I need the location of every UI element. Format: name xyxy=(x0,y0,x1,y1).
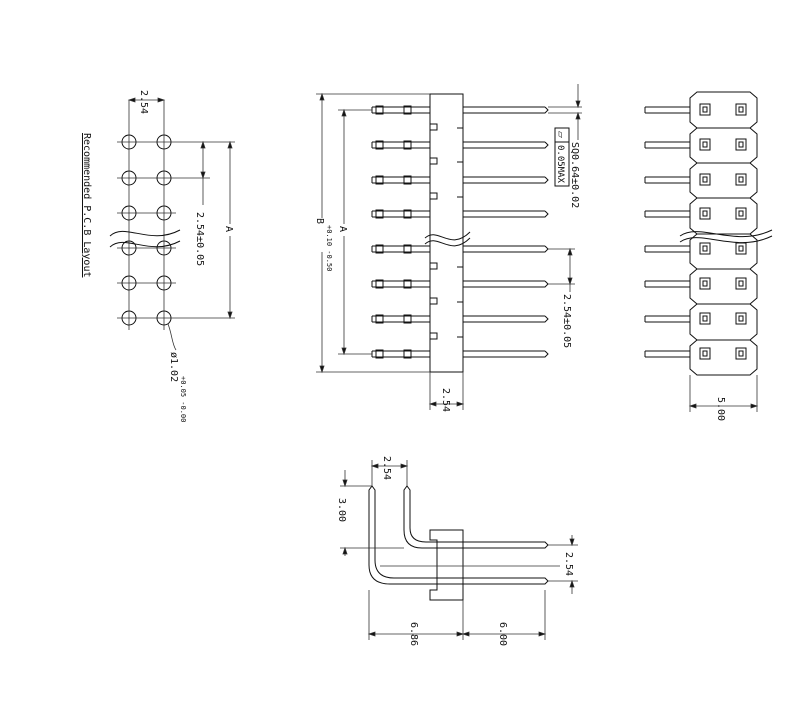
angle-length-dims xyxy=(367,590,547,640)
side-dim-b-tolerance: +0.10 -0.50 xyxy=(325,225,333,271)
end-pin-squares xyxy=(699,103,747,360)
angle-pitch-top-label: 2.54 xyxy=(381,456,392,480)
pcb-pitch-side-dim xyxy=(200,140,206,205)
pcb-pitch-side-label: 2.54±0.05 xyxy=(194,212,205,266)
side-housing-dim xyxy=(428,372,465,410)
pcb-hole-label: ø1.02 xyxy=(168,352,179,382)
side-housing-notches xyxy=(430,123,463,340)
end-width-dim xyxy=(688,375,759,412)
angle-pitch-right-label: 2.54 xyxy=(563,552,574,576)
angle-len1-label: 6.86 xyxy=(408,622,419,646)
end-housing-segments xyxy=(689,91,758,376)
pcb-dim-a-label: A xyxy=(223,226,234,232)
right-angle-view: 2.54 3.00 2.54 xyxy=(336,456,578,646)
side-housing-label: 2.54 xyxy=(440,388,451,412)
pcb-layout-title: Recommended P.C.B Layout xyxy=(81,133,92,278)
pcb-hole-leader xyxy=(167,323,177,351)
angle-pitch-right-dim xyxy=(548,535,578,594)
pcb-pitch-top-label: 2.54 xyxy=(138,90,149,114)
angle-height-label: 3.00 xyxy=(336,498,347,522)
pcb-break-mark xyxy=(109,229,181,248)
angle-pin-outer xyxy=(368,485,549,585)
pcb-centerlines xyxy=(117,100,235,330)
side-dim-b-label: B xyxy=(314,218,325,224)
side-flatness-symbol: ⏥ xyxy=(555,131,565,138)
pcb-layout-view: Recommended P.C.B Layout xyxy=(81,90,236,422)
side-view: B +0.10 -0.50 A SQ0.64±0.02 ⏥ 0.05MA xyxy=(313,84,582,412)
side-pitch-label: 2.54±0.05 xyxy=(561,294,572,348)
angle-len2-label: 6.00 xyxy=(497,622,508,646)
side-pin-squares xyxy=(375,105,412,359)
end-view: 5.00 xyxy=(644,91,773,421)
side-sq-label: SQ0.64±0.02 xyxy=(569,142,580,208)
end-break-mark xyxy=(679,229,773,244)
side-pitch-dim xyxy=(548,247,575,292)
side-flatness-label: 0.05MAX xyxy=(555,145,565,184)
angle-height-dim xyxy=(340,470,404,556)
angle-housing xyxy=(429,529,464,601)
angle-pitch-top-dim xyxy=(370,460,409,486)
end-pins xyxy=(644,106,690,358)
side-dim-a-label: A xyxy=(337,226,348,232)
side-break-mark xyxy=(424,231,471,247)
side-sq-dim xyxy=(548,84,582,140)
angle-pin-inner xyxy=(403,485,549,549)
side-pins xyxy=(371,106,549,358)
side-flatness-box xyxy=(554,127,570,187)
side-housing xyxy=(429,93,464,373)
pcb-hole-tolerance: +0.05 -0.00 xyxy=(179,376,187,422)
pcb-pitch-top-dim xyxy=(127,97,166,103)
end-width-label: 5.00 xyxy=(715,397,726,421)
